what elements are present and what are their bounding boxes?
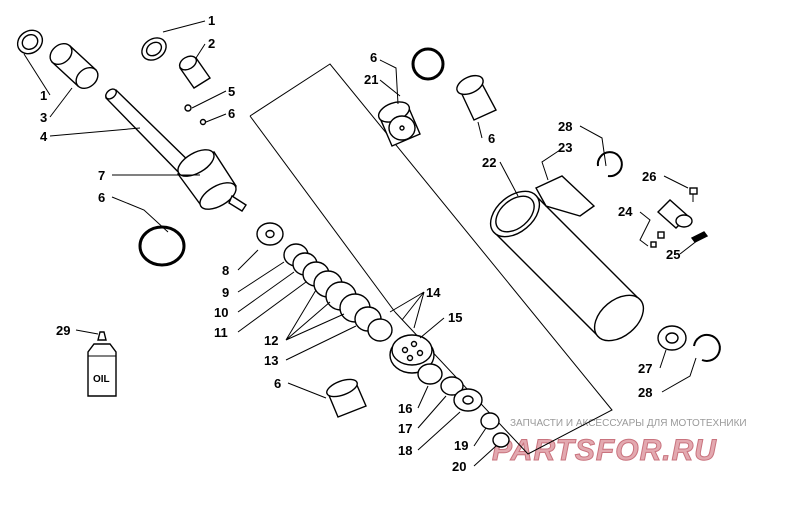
- reservoir-cap-part-21: [377, 101, 421, 147]
- bushing-part-3: [49, 42, 99, 90]
- seal-part-27: [657, 325, 687, 351]
- washer-stack: [256, 222, 393, 342]
- callout-26: 26: [642, 169, 656, 184]
- assembly-frame-edge: [249, 115, 396, 313]
- callout-2: 2: [208, 36, 215, 51]
- callout-20: 20: [452, 459, 466, 474]
- screw-part-5: [184, 104, 192, 112]
- callout-14: 14: [426, 285, 441, 300]
- callout-1-left: 1: [40, 88, 47, 103]
- reservoir-body-part-22: [489, 190, 645, 342]
- sleeve-part-2: [178, 55, 211, 89]
- shim-part-16: [417, 363, 443, 385]
- callout-13: 13: [264, 353, 278, 368]
- callout-labels: 1 2 1 3 4 5 6 7 6 8 9 10 11 12 13 14 15 …: [40, 13, 680, 474]
- leader-lines: [23, 20, 699, 467]
- washer-hole-8: [265, 229, 275, 239]
- callout-17: 17: [398, 421, 412, 436]
- callout-24: 24: [618, 204, 633, 219]
- seal-ring-part-1a: [16, 29, 44, 55]
- callout-11: 11: [214, 325, 228, 340]
- shim-part-14: [367, 318, 393, 342]
- callout-29: 29: [56, 323, 70, 338]
- nut-part-20: [492, 432, 510, 448]
- seal-ring-part-1b: [141, 37, 167, 61]
- callout-28-top: 28: [558, 119, 572, 134]
- oring-small-part-6: [199, 118, 207, 126]
- callout-9: 9: [222, 285, 229, 300]
- callout-8: 8: [222, 263, 229, 278]
- callout-7: 7: [98, 168, 105, 183]
- callout-10: 10: [214, 305, 228, 320]
- callout-27: 27: [638, 361, 652, 376]
- callout-3: 3: [40, 110, 47, 125]
- washer-part-19: [480, 412, 500, 430]
- callout-16: 16: [398, 401, 412, 416]
- callout-6-oring-top: 6: [370, 50, 377, 65]
- assembly-frame-outline: [249, 63, 613, 455]
- callout-1-top: 1: [208, 13, 215, 28]
- callout-15: 15: [448, 310, 462, 325]
- shim-part-17: [440, 376, 464, 396]
- callout-4: 4: [40, 129, 48, 144]
- callout-12: 12: [264, 333, 278, 348]
- watermark: ЗАПЧАСТИ И АКСЕССУАРЫ ДЛЯ МОТОТЕХНИКИ PA…: [492, 418, 747, 468]
- snap-ring-part-28-lower: [693, 333, 721, 362]
- bearing-ring-part-6-top: [456, 74, 497, 121]
- valve-assembly-part-24: [650, 199, 693, 248]
- callout-21: 21: [364, 72, 378, 87]
- callout-18: 18: [398, 443, 412, 458]
- callout-22: 22: [482, 155, 496, 170]
- bearing-ring-part-6-lower: [326, 378, 367, 418]
- oil-bottle-part-29: OIL: [87, 331, 117, 397]
- shock-head-part-7: [176, 149, 247, 212]
- piston-part-15: [389, 334, 435, 374]
- callout-19: 19: [454, 438, 468, 453]
- washer-hole-18: [462, 395, 474, 405]
- callout-23: 23: [558, 140, 572, 155]
- snap-ring-part-28-upper: [596, 151, 623, 178]
- watermark-tagline: ЗАПЧАСТИ И АКСЕССУАРЫ ДЛЯ МОТОТЕХНИКИ: [510, 418, 747, 429]
- valve-core-part-25: [690, 231, 709, 243]
- oring-large-part-6: [138, 225, 186, 267]
- callout-28-bottom: 28: [638, 385, 652, 400]
- callout-6-ring-lower: 6: [274, 376, 281, 391]
- screw-part-26: [689, 187, 698, 202]
- callout-6-oring: 6: [98, 190, 105, 205]
- oil-bottle-label: OIL: [93, 374, 110, 385]
- callout-6-screw: 6: [228, 106, 235, 121]
- callout-6-ring-top: 6: [488, 131, 495, 146]
- label-plate-part-23: [535, 175, 596, 217]
- callout-25: 25: [666, 247, 680, 262]
- oring-part-6-top: [411, 47, 445, 81]
- callout-5: 5: [228, 84, 235, 99]
- watermark-logo: PARTSFOR.RU: [492, 434, 717, 467]
